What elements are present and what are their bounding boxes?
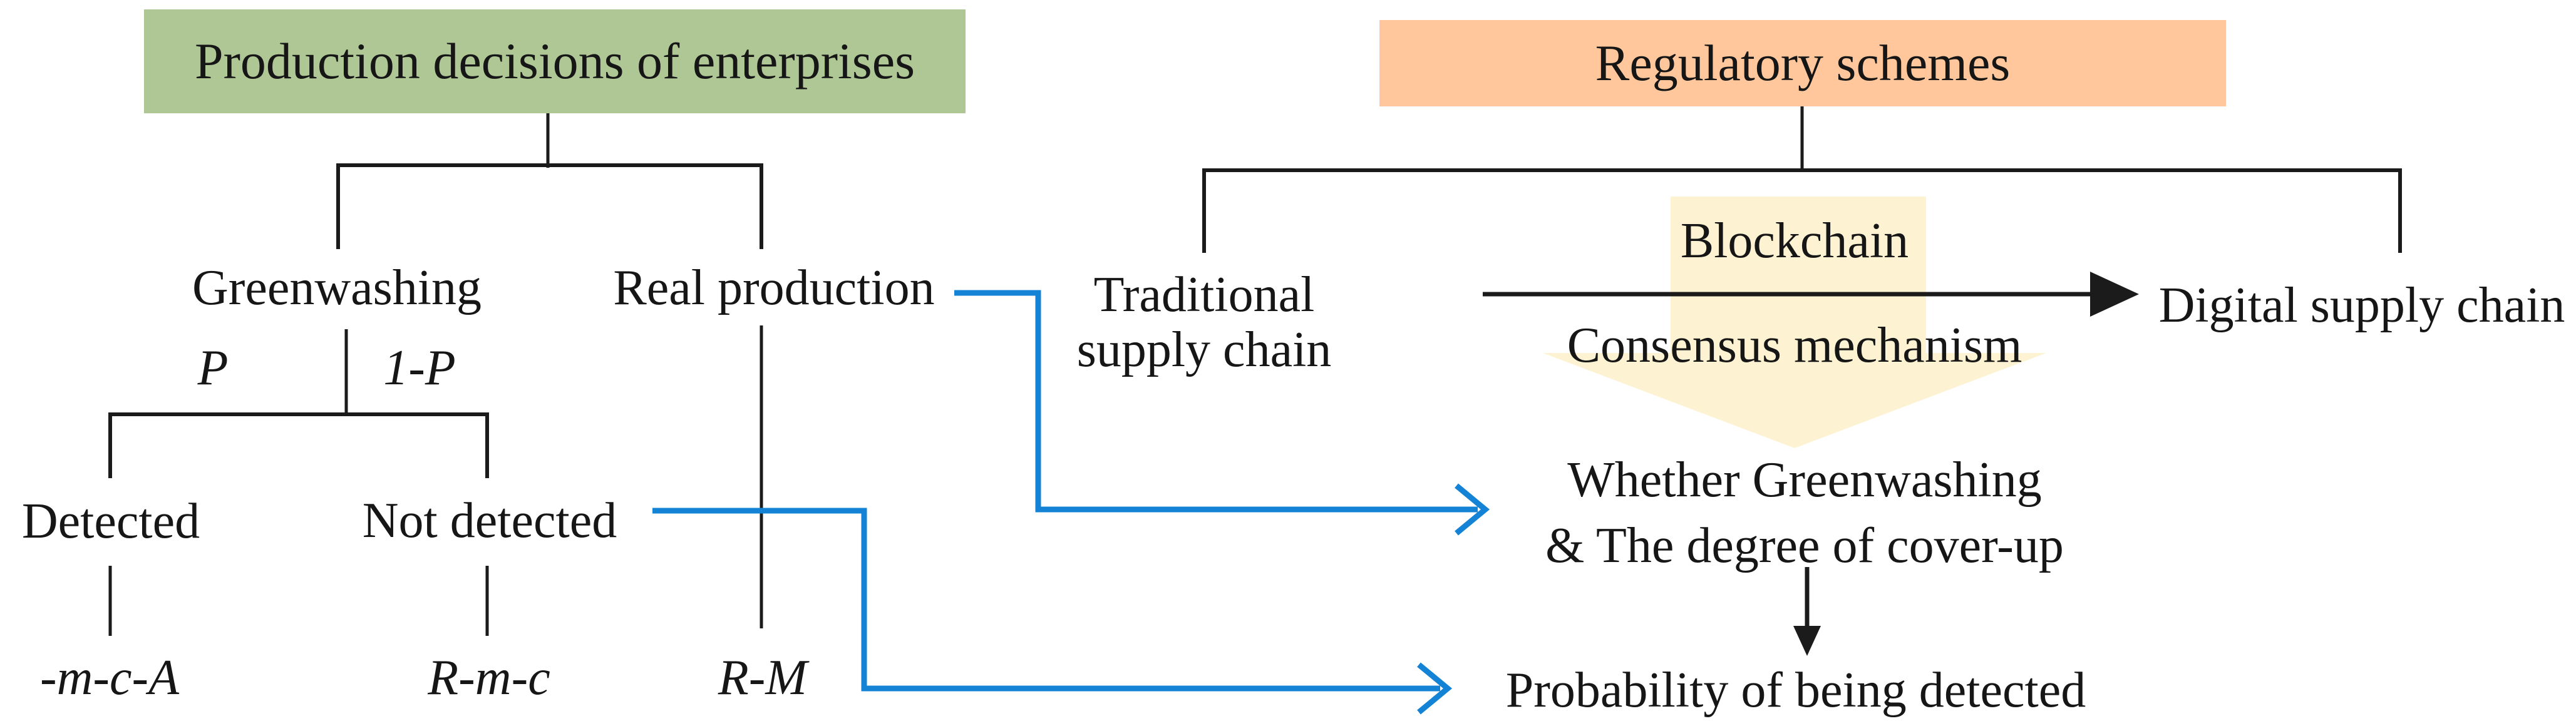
payoff-detected-label: -m-c-A — [39, 650, 180, 705]
whether-greenwashing-line2: & The degree of cover-up — [1545, 518, 2064, 573]
blockchain-label: Blockchain — [1680, 213, 1909, 268]
traditional-supply-chain-line1: Traditional — [1093, 267, 1315, 322]
blue-arrowhead-real-production — [1455, 483, 1490, 536]
real-production-label: Real production — [613, 260, 935, 315]
detected-label: Detected — [21, 494, 200, 549]
blockchain-arrowhead — [2090, 272, 2139, 317]
payoff-not-detected-label: R-m-c — [428, 650, 550, 705]
probability-1-p-label: 1-P — [383, 340, 456, 396]
regulatory-branch-bracket — [1202, 168, 2402, 253]
blue-arrowhead-not-detected — [1417, 662, 1453, 715]
detection-branch-bracket — [108, 412, 489, 478]
probability-p-label: P — [197, 340, 229, 396]
probability-detected-label: Probability of being detected — [1505, 663, 2086, 718]
not-detected-label: Not detected — [362, 493, 617, 548]
production-branch-bracket — [336, 163, 763, 249]
regulatory-schemes-box: Regulatory schemes — [1379, 20, 2226, 106]
consensus-mechanism-label: Consensus mechanism — [1567, 318, 2022, 373]
digital-supply-chain-label: Digital supply chain — [2158, 278, 2565, 333]
whether-greenwashing-line1: Whether Greenwashing — [1567, 452, 2042, 508]
causal-down-arrowhead — [1793, 626, 1821, 656]
yellow-down-arrow — [1543, 197, 2046, 448]
whether-greenwashing-label: Whether Greenwashing & The degree of cov… — [1545, 447, 2064, 579]
production-decisions-title: Production decisions of enterprises — [194, 33, 915, 89]
traditional-supply-chain-line2: supply chain — [1076, 322, 1332, 377]
greenwashing-label: Greenwashing — [192, 260, 482, 315]
regulatory-schemes-title: Regulatory schemes — [1595, 34, 2011, 91]
traditional-supply-chain-label: Traditional supply chain — [1077, 267, 1332, 377]
production-decisions-box: Production decisions of enterprises — [144, 9, 966, 113]
blue-connector-real-production — [954, 290, 1478, 513]
payoff-real-production-label: R-M — [718, 650, 808, 705]
blue-connector-not-detected — [652, 508, 1440, 692]
